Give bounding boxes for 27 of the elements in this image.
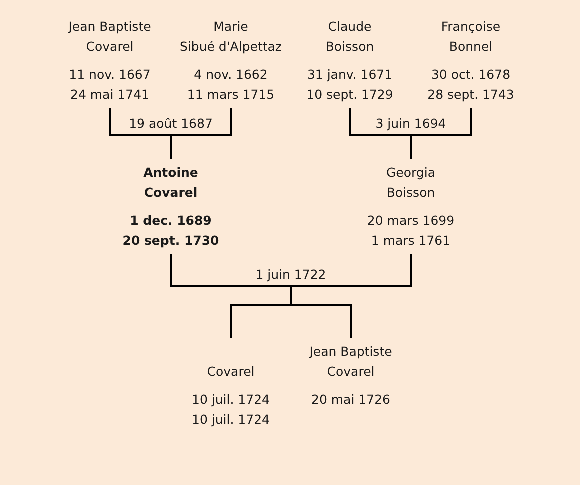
birth-date: 4 nov. 1662 — [194, 66, 268, 84]
connector-line — [170, 108, 232, 159]
death-date: 20 sept. 1730 — [122, 232, 220, 250]
connector-line — [410, 108, 472, 159]
birth-date: 10 juil. 1724 — [192, 391, 270, 409]
death-date: 28 sept. 1743 — [428, 86, 514, 104]
birth-date: 1 dec. 1689 — [130, 212, 212, 230]
birth-date: 20 mars 1699 — [367, 212, 455, 230]
person-name: Jean Baptiste Covarel — [310, 343, 392, 381]
person-name: Françoise Bonnel — [441, 18, 501, 56]
person-name: Georgia Boisson — [386, 164, 436, 202]
person-name: Claude Boisson — [326, 18, 374, 56]
death-date: 24 mai 1741 — [70, 86, 150, 104]
death-date: 10 sept. 1729 — [306, 86, 394, 104]
connector-line — [290, 254, 412, 338]
death-date: 11 mars 1715 — [187, 86, 275, 104]
person-name: Covarel — [207, 363, 255, 381]
death-date: 10 juil. 1724 — [192, 411, 270, 429]
person-name: Antoine Covarel — [144, 164, 198, 202]
person-name: Jean Baptiste Covarel — [68, 18, 152, 56]
marriage-date: 3 juin 1694 — [374, 116, 448, 132]
birth-date: 31 janv. 1671 — [307, 66, 393, 84]
person-name: Marie Sibué d'Alpettaz — [180, 18, 282, 56]
birth-date: 11 nov. 1667 — [69, 66, 151, 84]
birth-date: 20 mai 1726 — [312, 391, 390, 409]
birth-date: 30 oct. 1678 — [431, 66, 511, 84]
death-date: 1 mars 1761 — [371, 232, 451, 250]
